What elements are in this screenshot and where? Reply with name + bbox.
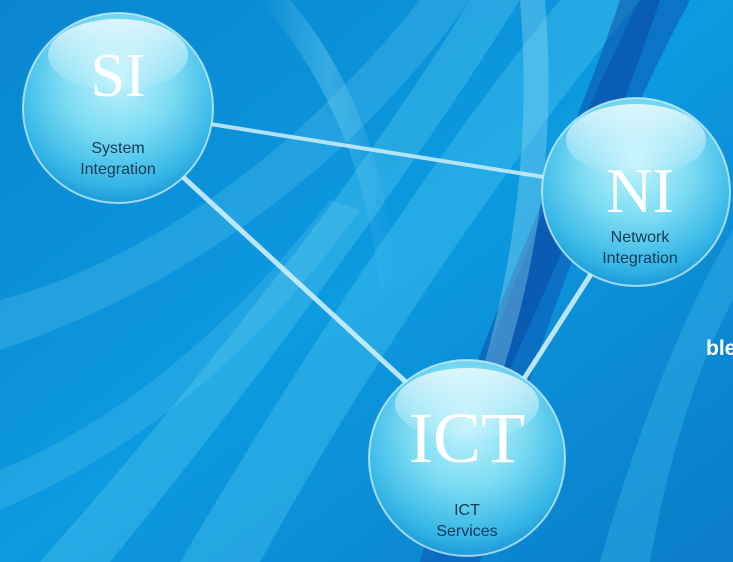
node-si-abbr: SI <box>90 42 145 110</box>
node-ni-abbr: NI <box>606 155 674 226</box>
node-si[interactable]: SI System Integration <box>22 12 214 204</box>
connector-si-ict <box>168 163 422 397</box>
node-ict-abbr: ICT <box>409 398 525 478</box>
connectors <box>168 118 598 397</box>
connector-ni-ict <box>517 266 598 387</box>
node-ict-label-line2: Services <box>436 523 497 540</box>
node-si-label-line2: Integration <box>80 161 156 178</box>
node-ni-label-line1: Network <box>611 229 671 246</box>
node-ni-label-line2: Integration <box>602 250 678 267</box>
node-ni[interactable]: NI Network Integration <box>541 97 731 287</box>
node-si-label-line1: System <box>91 140 144 157</box>
connector-si-ni <box>184 118 551 180</box>
node-si-shine <box>48 19 188 91</box>
node-ict-shine <box>395 368 539 440</box>
node-ict[interactable]: ICT ICT Services <box>368 359 566 557</box>
node-ni-shine <box>566 104 706 176</box>
node-ict-label-line1: ICT <box>454 502 480 519</box>
side-heading-fragment: ble <box>706 337 733 360</box>
